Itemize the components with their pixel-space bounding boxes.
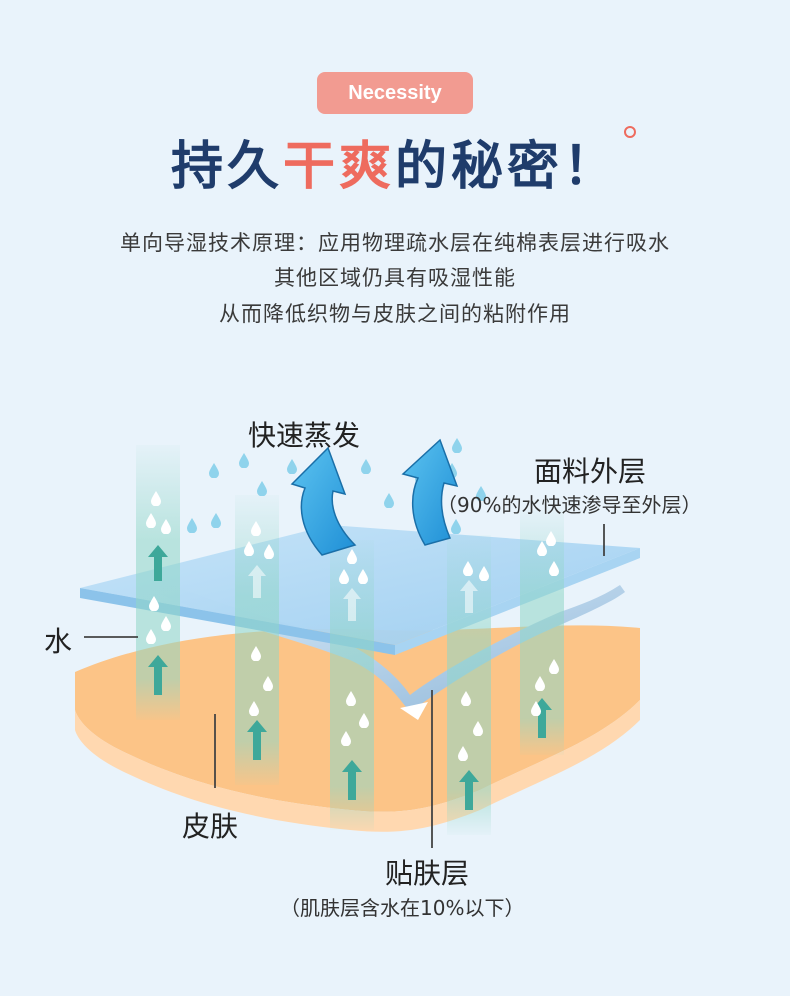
title-highlight: 干爽 [282,137,395,197]
water-label: 水 [44,625,73,658]
description-line-3: 从而降低织物与皮肤之间的粘附作用 [219,302,571,326]
outer-layer-note: （90%的水快速渗导至外层） [437,493,702,517]
inner-layer-note: （肌肤层含水在10%以下） [280,896,525,920]
inner-layer-label: 贴肤层 [385,857,470,890]
title-degree-decoration [624,126,636,138]
title-part2: 的秘密！ [395,137,620,197]
leader-lines [84,524,605,848]
up-arrows [148,545,552,810]
description-line-1: 单向导湿技术原理：应用物理疏水层在纯棉表层进行吸水 [120,231,670,255]
evaporate-label: 快速蒸发 [248,419,361,452]
title-part1: 持久 [170,137,283,197]
necessity-badge: Necessity [317,72,473,114]
skin-label: 皮肤 [182,810,239,843]
page-title: 持久干爽的秘密！ [0,124,790,199]
inner-layer [150,580,625,720]
outer-layer-label: 面料外层 [534,455,647,488]
evaporation-arrows [290,438,459,556]
description-line-2: 其他区域仍具有吸湿性能 [274,266,516,290]
